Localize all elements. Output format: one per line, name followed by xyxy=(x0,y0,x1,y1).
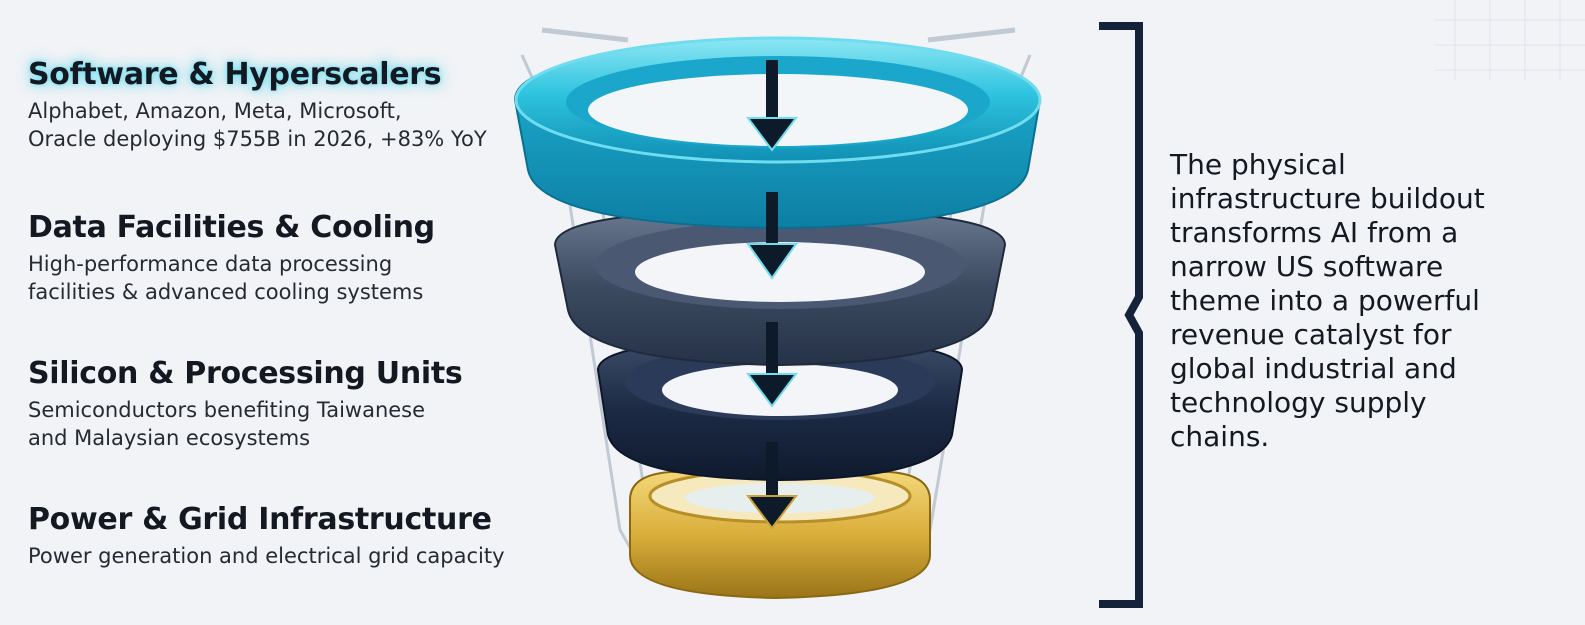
tier-description: High-performance data processing facilit… xyxy=(28,250,588,306)
summary-line: revenue catalyst for xyxy=(1170,318,1452,351)
tier-description-line: Power generation and electrical grid cap… xyxy=(28,544,505,568)
tier-description: Semiconductors benefiting Taiwanese and … xyxy=(28,396,588,452)
summary-line: infrastructure buildout xyxy=(1170,182,1485,215)
tier-description-line: Alphabet, Amazon, Meta, Microsoft, xyxy=(28,99,402,123)
tier-description-line: and Malaysian ecosystems xyxy=(28,426,311,450)
summary-line: theme into a powerful xyxy=(1170,284,1480,317)
tier-data-facilities-cooling: Data Facilities & Cooling High-performan… xyxy=(28,210,588,306)
tier-description: Power generation and electrical grid cap… xyxy=(28,542,588,570)
summary-line: global industrial and xyxy=(1170,352,1457,385)
summary-text: The physical infrastructure buildout tra… xyxy=(1170,148,1530,454)
down-arrow-icon xyxy=(746,192,798,280)
tier-power-grid-infrastructure: Power & Grid Infrastructure Power genera… xyxy=(28,502,588,570)
tier-title: Software & Hyperscalers xyxy=(28,57,442,92)
tier-description-line: High-performance data processing xyxy=(28,252,393,276)
summary-line: chains. xyxy=(1170,420,1270,453)
tier-title: Data Facilities & Cooling xyxy=(28,210,435,245)
tier-description-line: Oracle deploying $755B in 2026, +83% YoY xyxy=(28,127,487,151)
base-ring-gold xyxy=(629,468,931,600)
tier-description-line: Semiconductors benefiting Taiwanese xyxy=(28,398,426,422)
tier-software-hyperscalers: Software & Hyperscalers Alphabet, Amazon… xyxy=(28,57,588,153)
right-bracket xyxy=(1099,22,1143,608)
tier-silicon-processing-units: Silicon & Processing Units Semiconductor… xyxy=(28,356,588,452)
flow-arrows xyxy=(746,60,798,530)
down-arrow-icon xyxy=(746,442,798,530)
down-arrow-icon xyxy=(746,60,798,152)
summary-line: The physical xyxy=(1170,148,1346,181)
summary-line: narrow US software xyxy=(1170,250,1444,283)
down-arrow-icon xyxy=(746,322,798,408)
tier-description: Alphabet, Amazon, Meta, Microsoft, Oracl… xyxy=(28,97,588,153)
summary-line: transforms AI from a xyxy=(1170,216,1459,249)
tier-description-line: facilities & advanced cooling systems xyxy=(28,280,424,304)
funnel-graphic xyxy=(513,27,1043,600)
summary-line: technology supply xyxy=(1170,386,1427,419)
tier-title: Silicon & Processing Units xyxy=(28,356,463,391)
ring-data-facilities xyxy=(553,208,1007,367)
tier-title: Power & Grid Infrastructure xyxy=(28,502,492,537)
background-grid-decoration xyxy=(1435,0,1585,80)
